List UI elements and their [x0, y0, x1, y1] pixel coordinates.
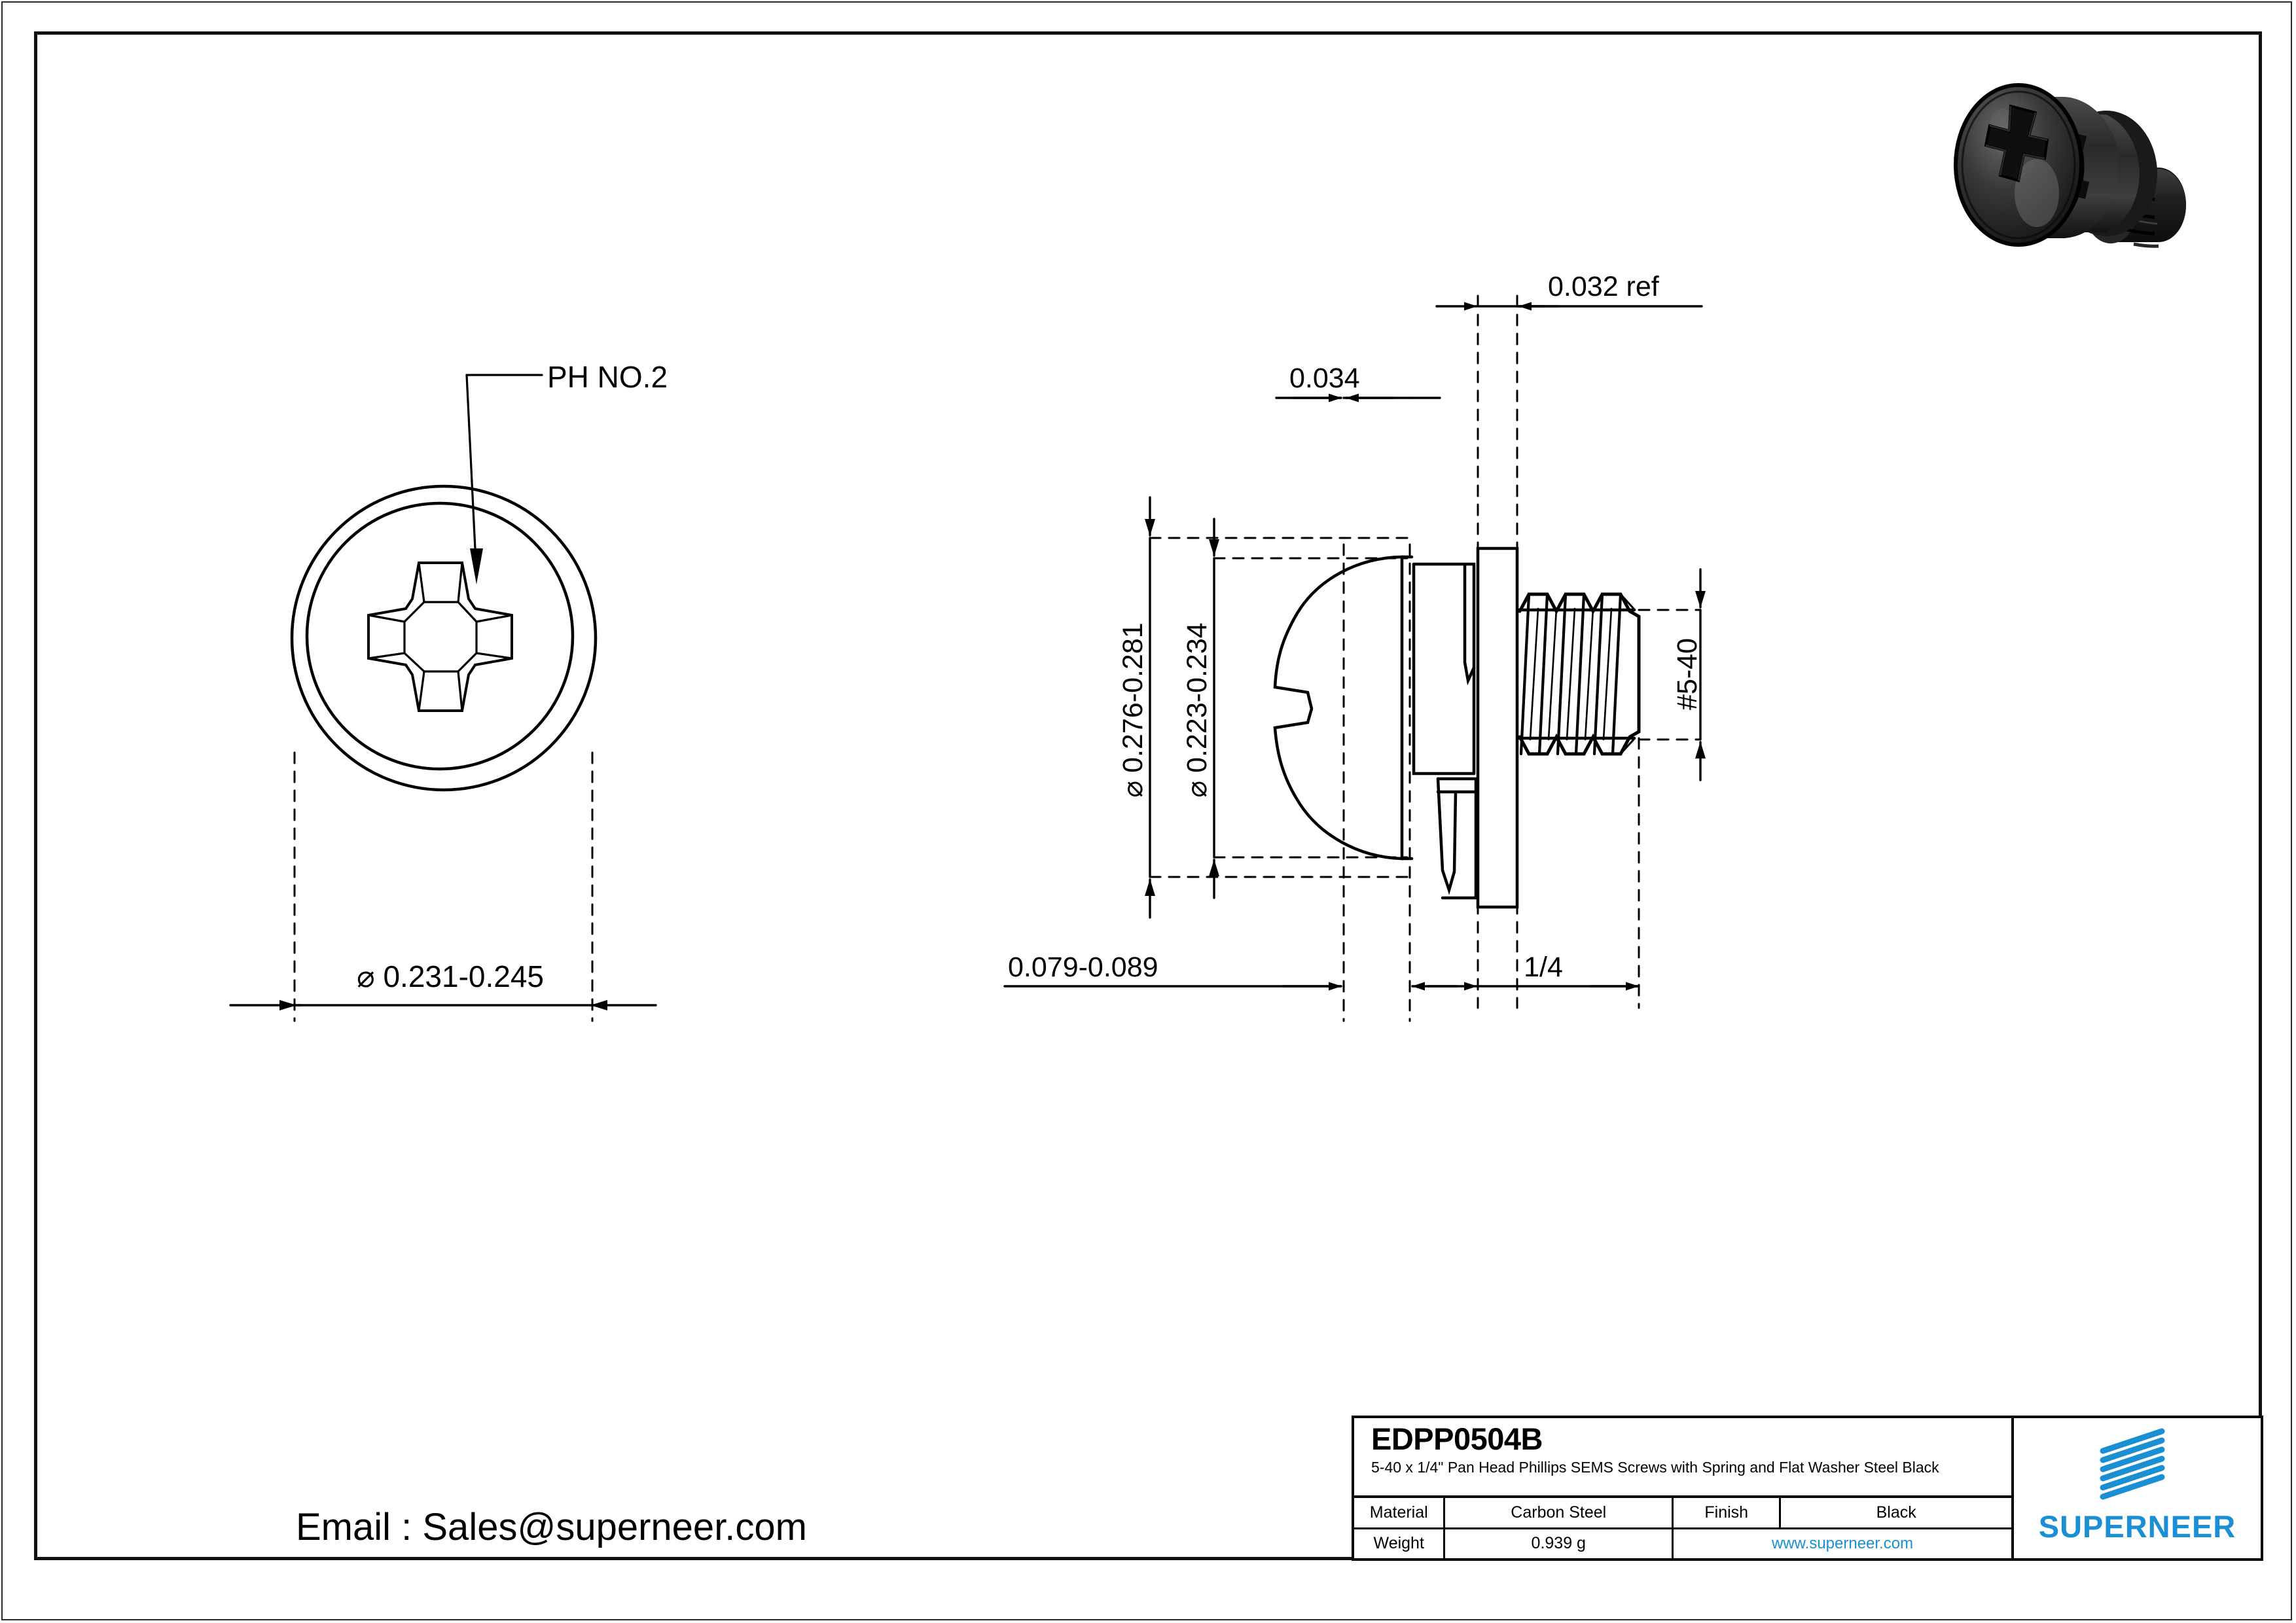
part-description: 5-40 x 1/4" Pan Head Phillips SEMS Screw… [1371, 1459, 1939, 1476]
material-label: Material [1354, 1498, 1446, 1527]
dim-head-height: 0.079-0.089 [1008, 952, 1158, 983]
brand-name: SUPERNEER [2038, 1509, 2236, 1544]
dim-spring-washer-thickness: 0.034 [1289, 363, 1360, 394]
dim-flat-washer-thickness: 0.032 ref [1548, 271, 1660, 302]
finish-label: Finish [1674, 1498, 1782, 1527]
callout-ph-no2: PH NO.2 [547, 360, 668, 394]
finish-value: Black [1876, 1503, 1916, 1522]
dim-thread-length: 1/4 [1524, 952, 1563, 983]
website-url-text[interactable]: www.superneer.com [1771, 1534, 1914, 1552]
title-block-header: EDPP0504B 5-40 x 1/4" Pan Head Phillips … [1354, 1418, 2011, 1498]
website-url-cell[interactable]: www.superneer.com [1674, 1529, 2011, 1559]
part-number: EDPP0504B [1371, 1421, 1543, 1456]
title-block-left: EDPP0504B 5-40 x 1/4" Pan Head Phillips … [1354, 1418, 2014, 1558]
dim-head-outer-diameter: ⌀ 0.276-0.281 [1117, 622, 1149, 797]
contact-email-line: Email : Sales@superneer.com [296, 1506, 807, 1548]
weight-value: 0.939 g [1445, 1529, 1674, 1558]
render-pan-head [1954, 83, 2083, 247]
table-row: Material Carbon Steel Finish Black [1354, 1498, 2011, 1529]
title-block-spec-table: Material Carbon Steel Finish Black Weigh… [1354, 1498, 2011, 1558]
dim-thread-size: #5-40 [1672, 638, 1703, 710]
brand-logo-cell: SUPERNEER [2014, 1418, 2261, 1558]
title-block: EDPP0504B 5-40 x 1/4" Pan Head Phillips … [1352, 1416, 2263, 1561]
material-value: Carbon Steel [1445, 1498, 1674, 1527]
weight-label: Weight [1354, 1529, 1446, 1558]
dim-front-diameter: ⌀ 0.231-0.245 [357, 959, 544, 993]
superneer-logo-mark [2100, 1428, 2164, 1500]
table-row: Weight 0.939 g www.superneer.com [1354, 1529, 2011, 1559]
screw-3d-render [1954, 83, 2186, 248]
dim-head-inner-diameter: ⌀ 0.223-0.234 [1181, 622, 1213, 797]
